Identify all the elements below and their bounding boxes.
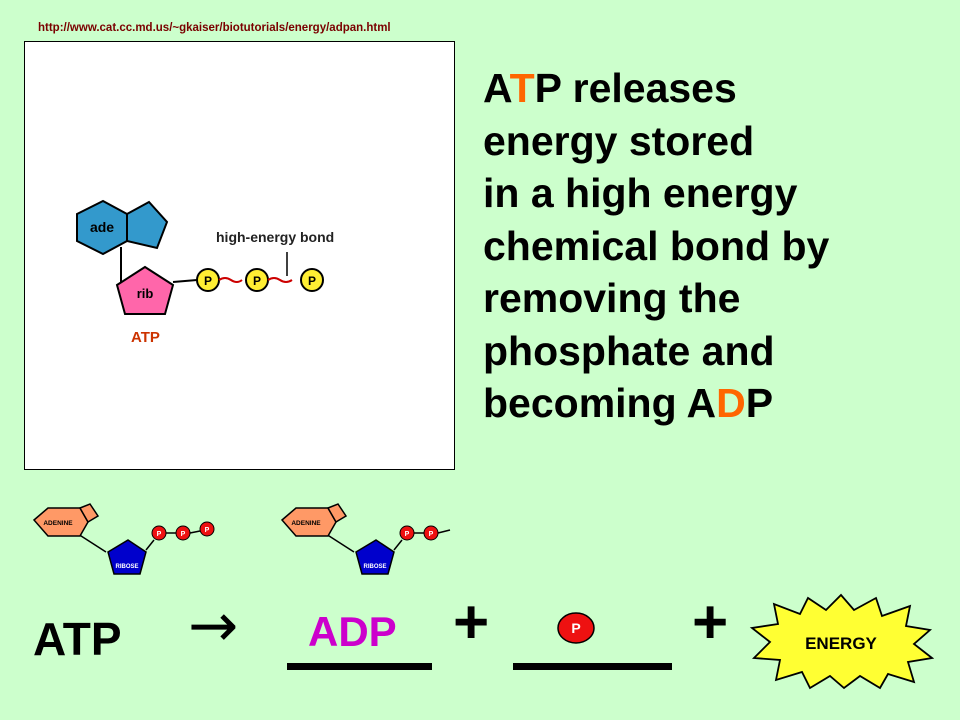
equation-phosphate: P [557,612,595,644]
small-adp-phosphate-2: P [429,531,434,538]
main-text-line-7: becoming ADP [483,377,953,430]
atp-structure-diagram: ade rib P P P high-energy bond ATP [76,199,334,346]
equation-plus-1: + [453,588,490,657]
energy-burst: ENERGY [749,593,934,690]
high-energy-bond-1 [218,277,243,283]
small-ribose-shape [107,539,147,575]
main-text: ATP releases energy stored in a high ene… [483,62,953,430]
small-adp-phosphate-1: P [405,531,410,538]
source-url[interactable]: http://www.cat.cc.md.us/~gkaiser/biotuto… [38,22,391,34]
small-adp-ribose-label: RIBOSE [363,564,386,570]
main-text-line-6: phosphate and [483,327,775,374]
main-text-line-1: ATP releases [483,62,953,115]
main-text-t-highlight: T [509,65,535,111]
main-text-line-4: chemical bond by [483,222,830,269]
small-adenine-label: ADENINE [43,520,73,527]
small-phosphate-2: P [181,531,186,538]
phosphate-2-label: P [253,274,261,288]
atp-label: ATP [131,329,160,346]
high-energy-bond-2 [267,277,293,283]
equation-blank-2 [513,663,672,670]
main-text-line-5: removing the [483,275,741,321]
adenine-pentagon [126,200,169,250]
equation-phosphate-label: P [571,620,580,636]
ade-label: ade [90,219,114,235]
main-text-d-highlight: D [716,380,746,426]
ribose-pentagon [115,265,175,315]
main-text-a: A [483,65,510,111]
energy-label: ENERGY [805,634,877,653]
small-phosphate-3: P [205,527,210,534]
main-text-line-2: energy stored [483,117,755,164]
equation-blank-1 [287,663,432,670]
main-text-line-7-end: P [745,380,774,426]
equation-plus-2: + [692,588,729,657]
equation-arrow: → [188,591,239,661]
high-energy-bond-label: high-energy bond [216,229,334,245]
main-text-line-7-start: becoming A [483,380,717,426]
equation-product-adp: ADP [308,608,397,655]
small-ribose-label: RIBOSE [115,564,138,570]
phosphate-3 [300,268,324,292]
atp-diagram-panel: ade rib P P P high-energy bond ATP [24,41,455,470]
phosphate-3-label: P [308,274,316,288]
equation-reactant-atp: ATP [33,613,122,665]
small-adp-adenine-label: ADENINE [291,520,321,527]
small-adp-diagram: ADENINE RIBOSE P P [280,503,451,575]
main-text-line-1-rest: P releases [534,65,737,111]
small-atp-diagram: ADENINE RIBOSE P P P [32,503,215,575]
main-text-line-3: in a high energy [483,170,798,216]
phosphate-1-label: P [204,274,212,288]
small-phosphate-1: P [157,531,162,538]
rib-label: rib [137,286,154,301]
